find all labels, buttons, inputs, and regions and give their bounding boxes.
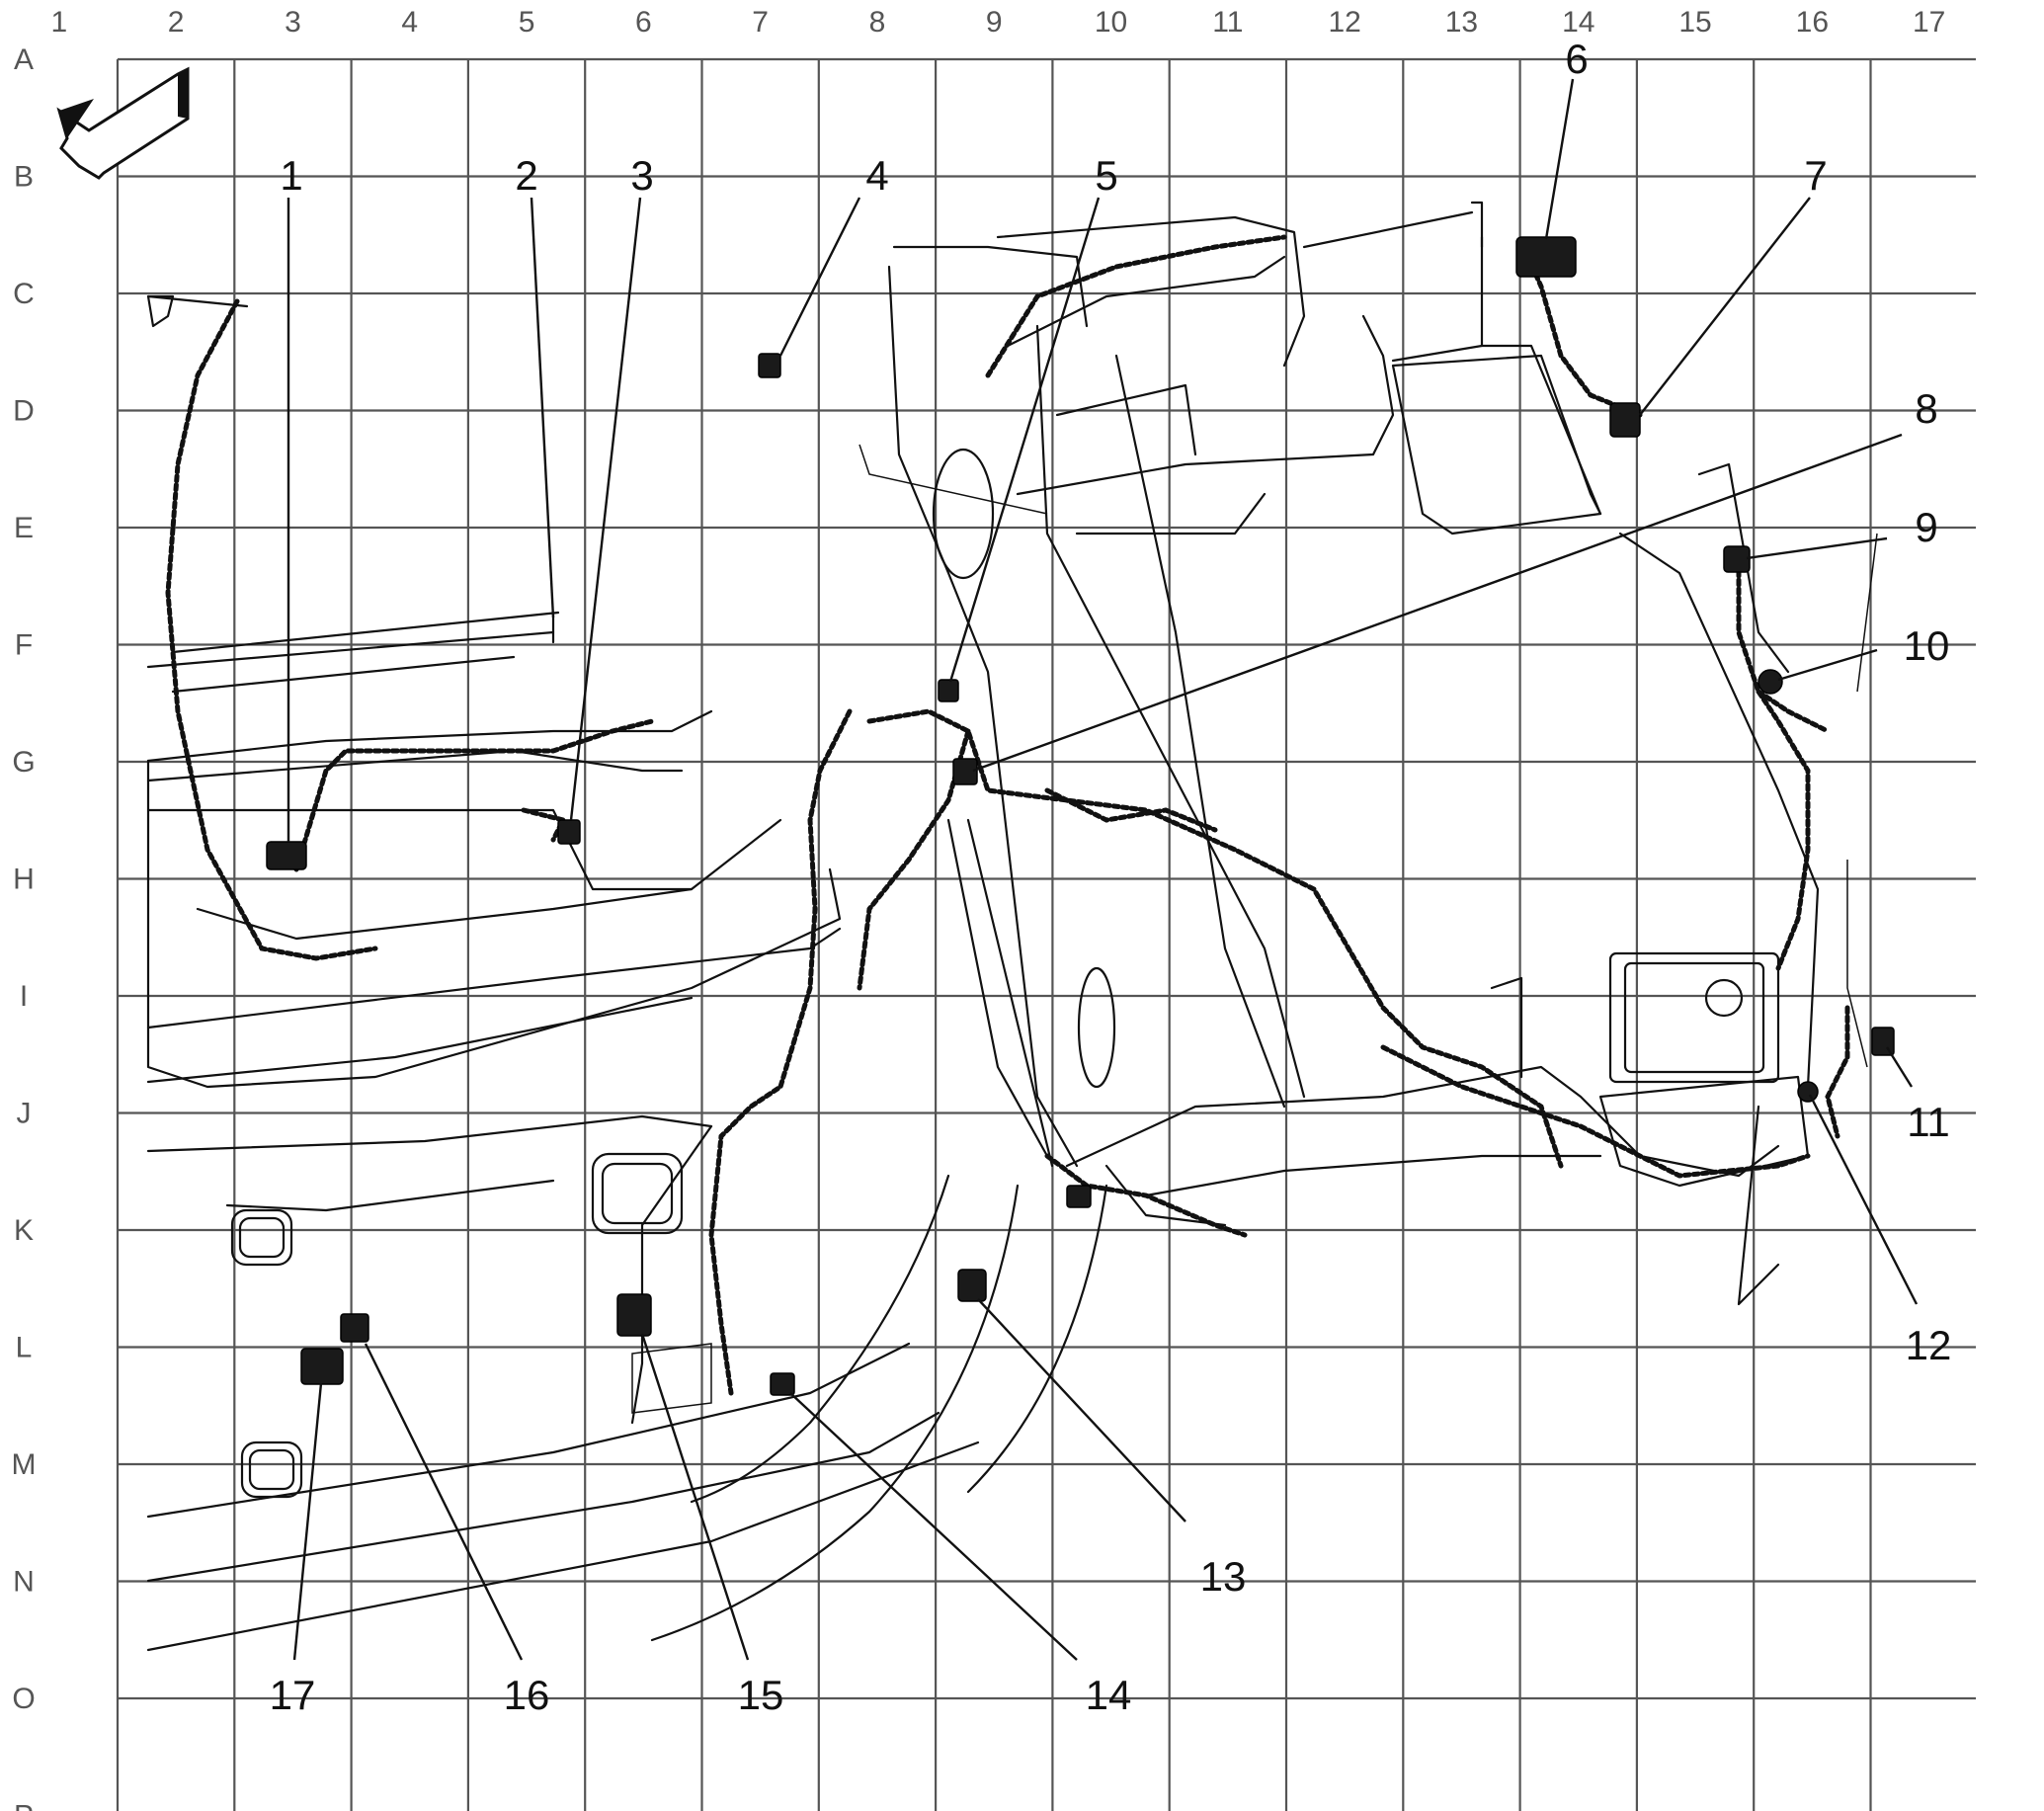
reference-grid: [116, 57, 1976, 1811]
row-label: M: [12, 1448, 37, 1481]
callout-17: 17: [270, 1672, 316, 1718]
column-label: 3: [285, 6, 301, 39]
row-label: J: [17, 1098, 32, 1130]
leader-3: [569, 197, 642, 821]
leader-13: [977, 1298, 1186, 1523]
callout-7: 7: [1804, 152, 1827, 199]
electrical-connector-icon: [1758, 669, 1783, 695]
callout-14: 14: [1086, 1672, 1132, 1718]
row-label: H: [13, 864, 35, 896]
leader-16: [364, 1343, 524, 1661]
leader-10: [1777, 648, 1878, 682]
column-label: 9: [986, 6, 1003, 39]
connectors: [266, 236, 1895, 1396]
electrical-connector-icon: [340, 1313, 369, 1343]
column-label: 14: [1562, 6, 1594, 39]
row-label: N: [13, 1566, 35, 1599]
leader-6: [1544, 78, 1575, 240]
column-label: 5: [519, 6, 535, 39]
callout-1: 1: [280, 152, 302, 199]
column-label: 10: [1095, 6, 1127, 39]
leader-11: [1885, 1046, 1914, 1088]
column-label: 7: [752, 6, 769, 39]
electrical-connector-icon: [1723, 545, 1751, 573]
row-label: C: [13, 278, 35, 310]
column-label: 15: [1678, 6, 1711, 39]
column-label: 11: [1212, 6, 1243, 39]
callout-8: 8: [1915, 385, 1937, 432]
column-label: 17: [1913, 6, 1945, 39]
callout-3: 3: [630, 152, 653, 199]
callout-9: 9: [1915, 504, 1937, 550]
column-label: 1: [51, 6, 68, 39]
row-label: P: [14, 1800, 34, 1811]
electrical-connector-icon: [1797, 1081, 1819, 1103]
row-label: D: [13, 395, 35, 428]
callout-4: 4: [865, 152, 888, 199]
row-label: B: [14, 161, 34, 194]
callout-leaders: [286, 78, 1919, 1661]
vehicle-body-linework: [146, 201, 1878, 1652]
electrical-connector-icon: [300, 1348, 344, 1385]
electrical-connector-icon: [957, 1269, 987, 1302]
column-label: 16: [1796, 6, 1829, 39]
row-label: I: [20, 980, 28, 1013]
electrical-connector-icon: [938, 679, 959, 702]
electrical-connector-icon: [1066, 1185, 1092, 1208]
callout-numbers: 1 2 3 4 5 6 7 8 9 10 11 12 13 14 15 16 1…: [270, 36, 1952, 1718]
callout-11: 11: [1907, 1099, 1950, 1145]
row-label: A: [14, 43, 34, 76]
electrical-connector-icon: [952, 758, 978, 785]
electrical-connector-icon: [770, 1372, 795, 1396]
front-direction-arrow-icon: [56, 66, 190, 180]
leader-12: [1808, 1094, 1919, 1305]
row-labels: A B C D E F G H I J K L M N O P: [12, 43, 37, 1811]
leader-14: [789, 1392, 1078, 1661]
callout-5: 5: [1095, 152, 1117, 199]
row-label: O: [12, 1683, 35, 1715]
leader-17: [292, 1382, 323, 1661]
electrical-connector-icon: [1515, 236, 1577, 278]
leader-7: [1639, 197, 1811, 416]
column-label: 6: [635, 6, 652, 39]
leader-8: [972, 433, 1903, 773]
callout-15: 15: [738, 1672, 784, 1718]
column-label: 4: [401, 6, 418, 39]
leader-9: [1746, 536, 1888, 560]
row-label: K: [14, 1214, 34, 1247]
callout-12: 12: [1906, 1322, 1952, 1368]
leader-4: [778, 197, 861, 357]
electrical-connector-icon: [758, 353, 781, 378]
electrical-connector-icon: [616, 1293, 652, 1337]
column-label: 2: [168, 6, 185, 39]
wiring-harness-linework: [165, 234, 1850, 1396]
callout-2: 2: [515, 152, 537, 199]
callout-6: 6: [1565, 36, 1588, 82]
electrical-connector-icon: [557, 819, 581, 845]
electrical-connector-icon: [1609, 402, 1641, 438]
callout-16: 16: [504, 1672, 550, 1718]
column-label: 13: [1445, 6, 1478, 39]
row-label: F: [15, 629, 33, 662]
row-label: E: [14, 512, 34, 544]
callout-13: 13: [1200, 1553, 1247, 1600]
leader-15: [640, 1333, 750, 1661]
row-label: G: [12, 746, 35, 779]
row-label: L: [16, 1332, 33, 1364]
column-label: 12: [1328, 6, 1360, 39]
callout-10: 10: [1904, 622, 1950, 669]
electrical-connector-icon: [266, 841, 307, 870]
leader-2: [530, 197, 555, 618]
leader-5: [948, 197, 1101, 683]
column-label: 8: [869, 6, 886, 39]
